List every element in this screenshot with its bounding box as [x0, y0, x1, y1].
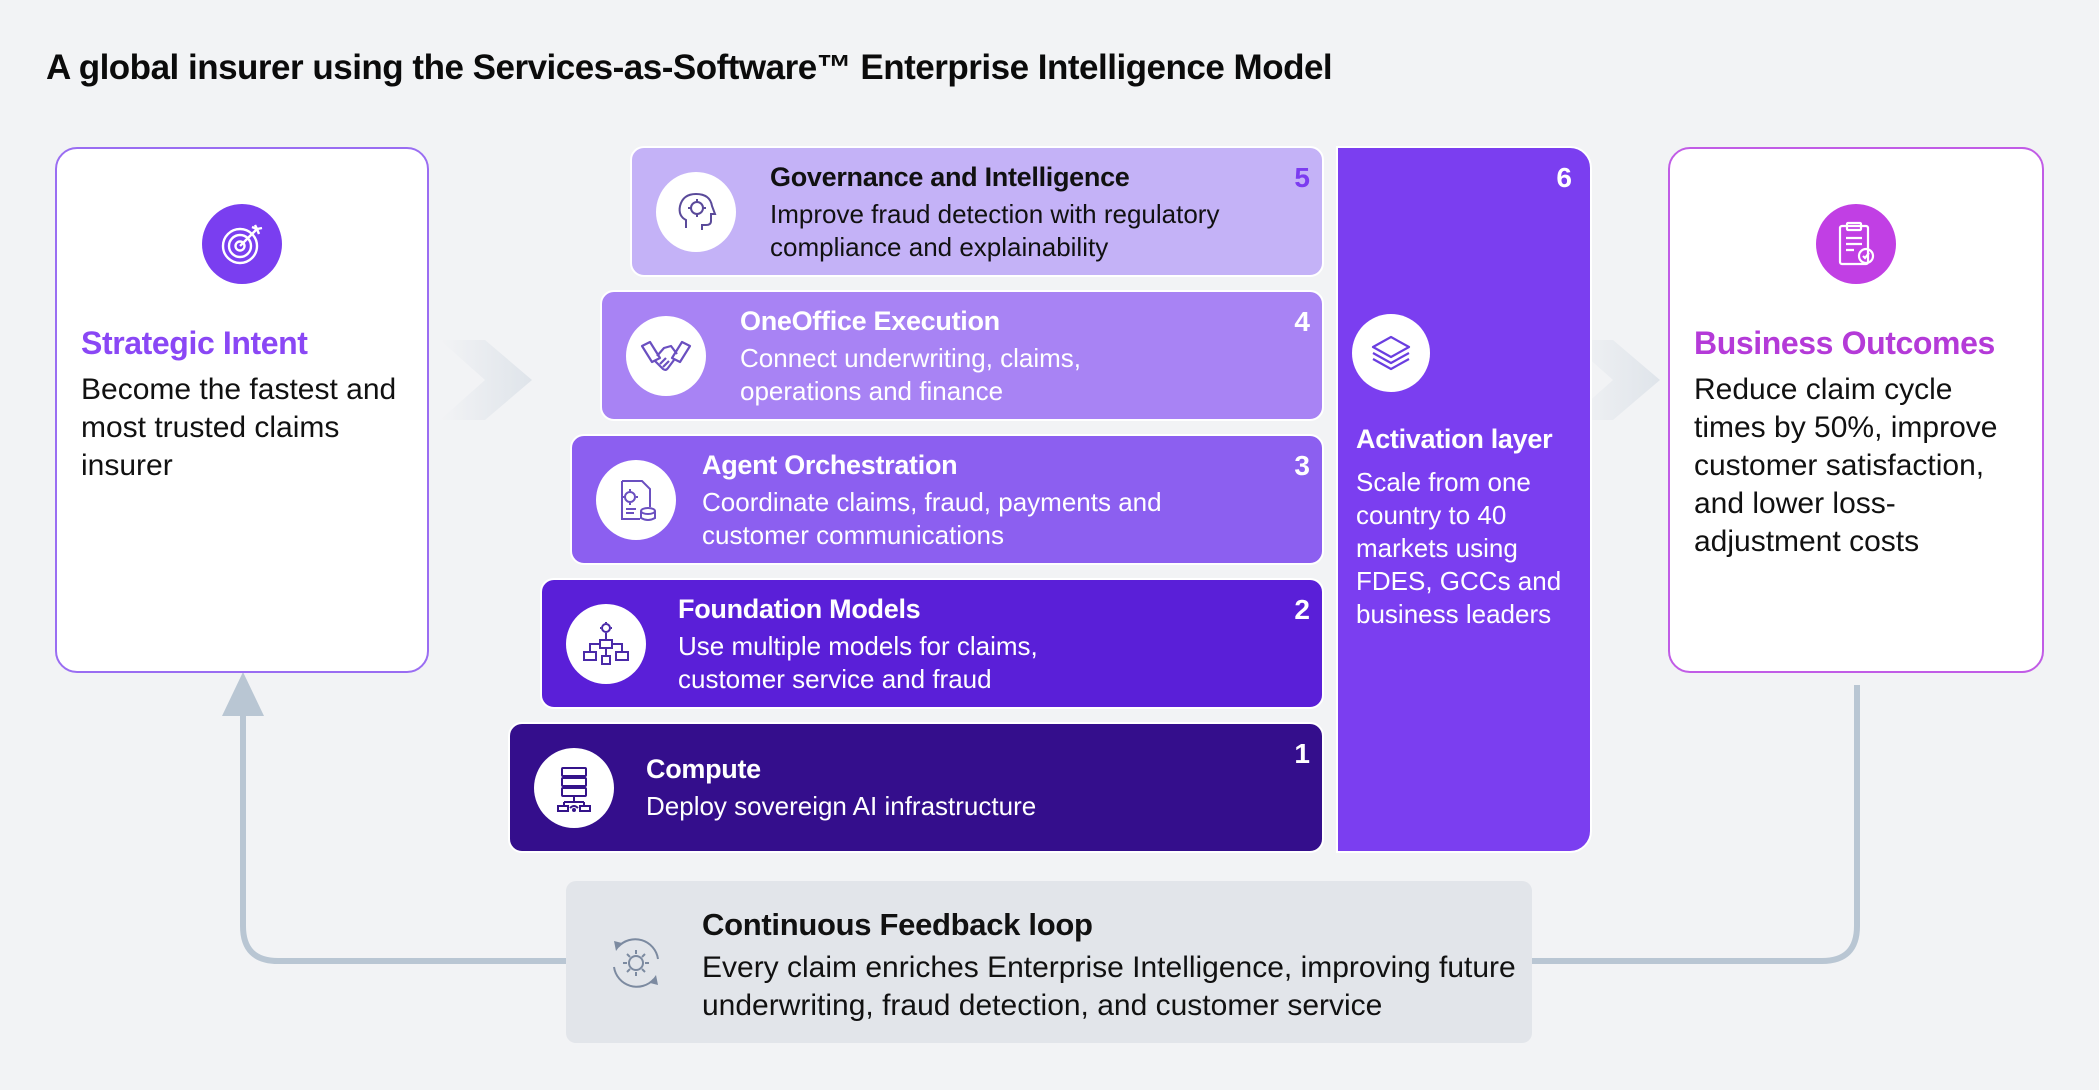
clipboard-icon [1816, 204, 1896, 284]
activation-number: 6 [1556, 162, 1572, 193]
strategic-intent-card: Strategic Intent Become the fastest and … [55, 147, 429, 673]
document-gear-icon [596, 459, 676, 540]
flowchart-gear-icon [566, 603, 646, 684]
refresh-gear-icon [613, 938, 659, 988]
layer-3-title: Agent Orchestration [702, 450, 958, 480]
handshake-icon [626, 315, 706, 396]
chevron-right-icon [440, 340, 532, 420]
layer-3-number: 3 [1294, 450, 1310, 481]
layer-3-text: Coordinate claims, fraud, payments and c… [702, 487, 1162, 550]
feedback-loop-box: Continuous Feedback loop Every claim enr… [566, 881, 1532, 1043]
layer-2-text: Use multiple models for claims, customer… [678, 631, 1038, 694]
layers-icon [1352, 314, 1430, 392]
activation-text: Scale from one country to 40 markets usi… [1356, 467, 1562, 629]
target-icon [202, 204, 282, 284]
activation-title: Activation layer [1356, 424, 1553, 454]
layer-5-title: Governance and Intelligence [770, 162, 1130, 192]
ai-head-icon [656, 171, 736, 252]
server-icon [534, 747, 614, 828]
strategic-intent-text: Become the fastest and most trusted clai… [81, 373, 397, 482]
layer-4-text: Connect underwriting, claims, operations… [740, 343, 1082, 406]
layer-4-title: OneOffice Execution [740, 306, 1000, 336]
page-title: A global insurer using the Services-as-S… [46, 48, 1333, 87]
business-outcomes-title: Business Outcomes [1694, 325, 1995, 361]
layer-foundation-models: Foundation Models Use multiple models fo… [540, 578, 1324, 709]
layer-2-number: 2 [1294, 594, 1310, 625]
layer-4-number: 4 [1294, 306, 1310, 337]
layer-1-number: 1 [1294, 738, 1310, 769]
layer-1-title: Compute [646, 754, 761, 784]
layer-oneoffice: OneOffice Execution Connect underwriting… [600, 290, 1324, 421]
business-outcomes-card: Business Outcomes Reduce claim cycle tim… [1668, 147, 2044, 673]
layer-compute: Compute Deploy sovereign AI infrastructu… [508, 722, 1324, 853]
strategic-intent-title: Strategic Intent [81, 325, 308, 361]
activation-layer: 6 Activation layer Scale from one countr… [1336, 146, 1592, 853]
layer-governance: Governance and Intelligence Improve frau… [630, 146, 1324, 277]
layer-1-text: Deploy sovereign AI infrastructure [646, 791, 1037, 821]
feedback-text: Every claim enriches Enterprise Intellig… [702, 951, 1516, 1022]
feedback-title: Continuous Feedback loop [702, 907, 1093, 942]
business-outcomes-text: Reduce claim cycle times by 50%, improve… [1694, 373, 1998, 558]
layer-2-title: Foundation Models [678, 594, 921, 624]
layer-5-text: Improve fraud detection with regulatory … [770, 199, 1220, 262]
layer-agent-orchestration: Agent Orchestration Coordinate claims, f… [570, 434, 1324, 565]
layer-5-number: 5 [1294, 162, 1310, 193]
